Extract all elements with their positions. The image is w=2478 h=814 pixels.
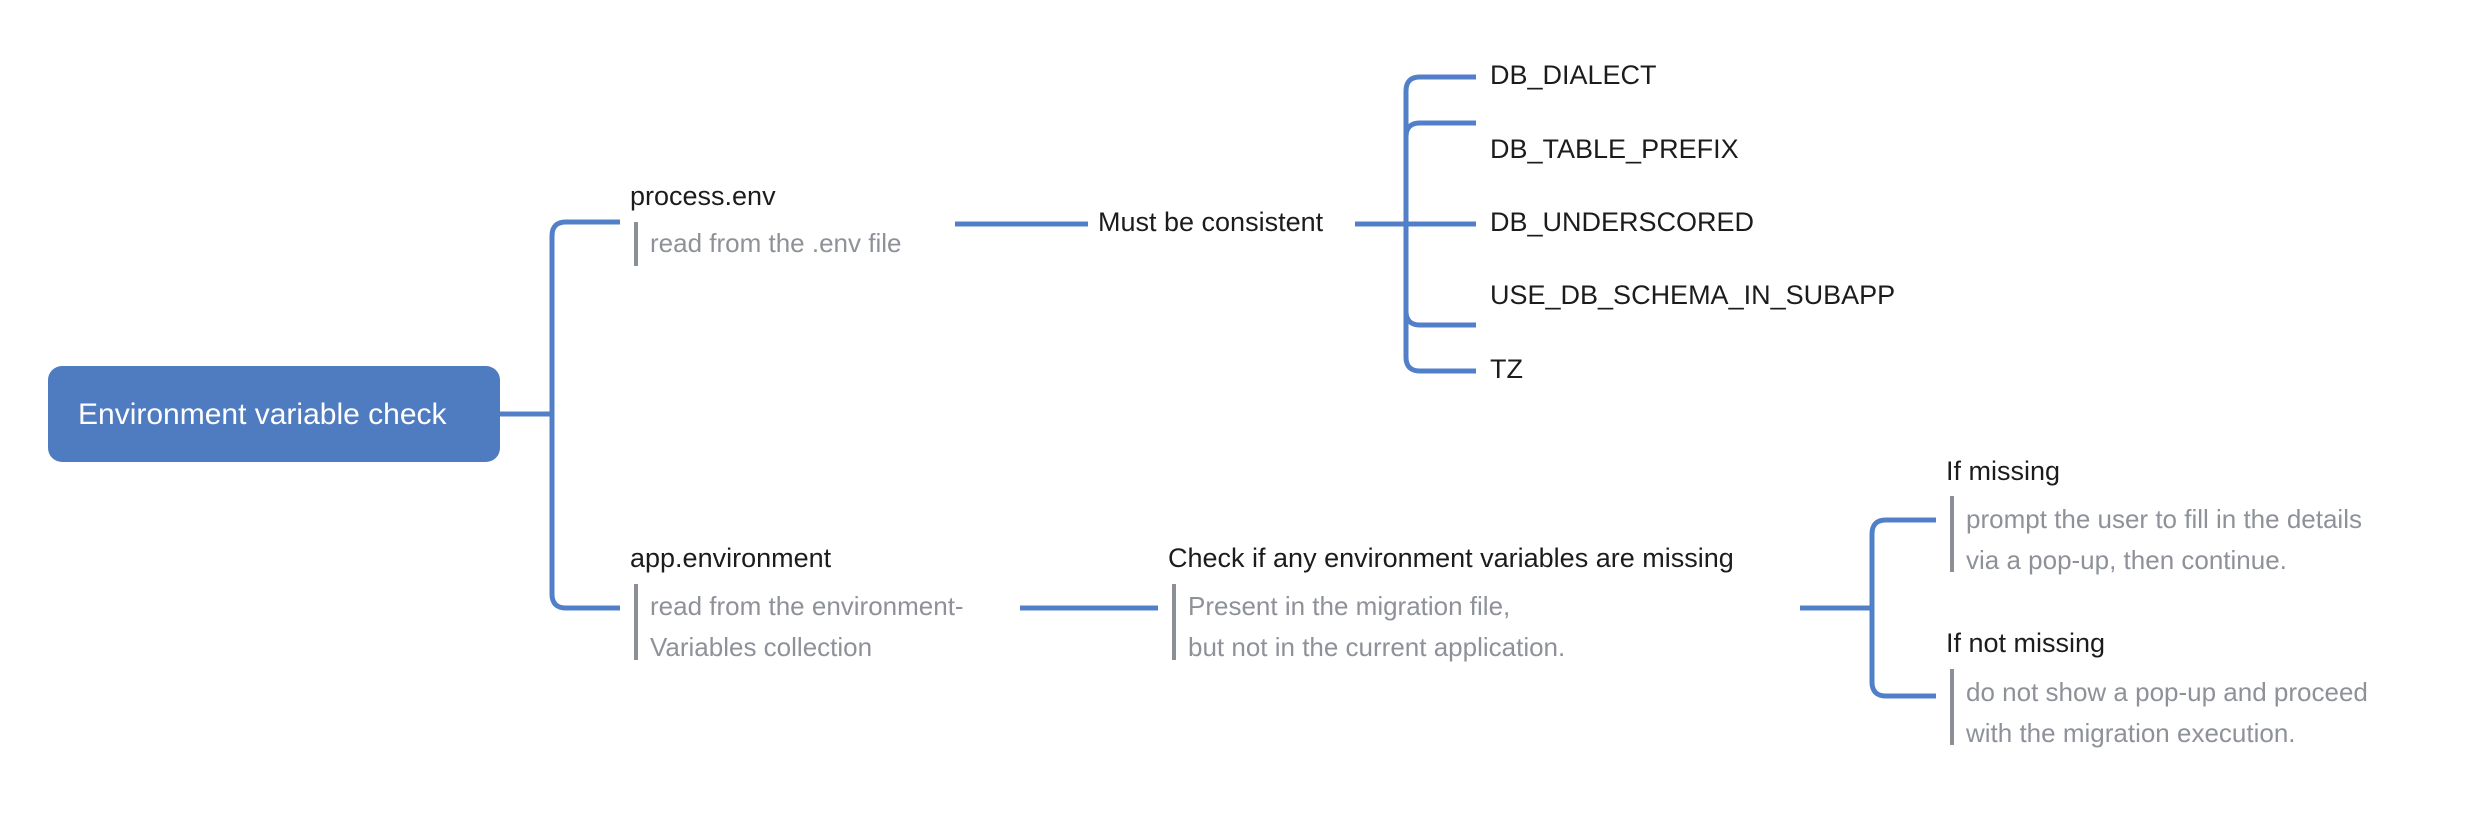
node-process-env-title: process.env (630, 181, 776, 211)
node-app-environment-note-line-2: Variables collection (650, 632, 872, 662)
node-if-not-missing-note-line-1: do not show a pop-up and proceed (1966, 677, 2368, 707)
node-check-missing[interactable]: Check if any environment variables are m… (1168, 543, 1734, 662)
outcome-bracket-connector (1869, 517, 1936, 699)
note-bar-process-env (634, 222, 638, 266)
node-if-missing-title: If missing (1946, 456, 2060, 486)
root-node[interactable]: Environment variable check (48, 366, 500, 462)
node-app-environment[interactable]: app.environment read from the environmen… (630, 543, 964, 662)
note-bar-if-missing (1950, 496, 1954, 572)
leaf-db-underscored[interactable]: DB_UNDERSCORED (1490, 207, 1754, 237)
node-check-missing-note-line-2: but not in the current application. (1188, 632, 1565, 662)
root-node-box[interactable] (48, 366, 500, 462)
node-if-missing-note-line-2: via a pop-up, then continue. (1966, 545, 2287, 575)
node-app-environment-note-line-1: read from the environment- (650, 591, 964, 621)
root-branch-connector (500, 219, 620, 611)
leaf-arm-db-table-prefix (1403, 120, 1476, 224)
leaf-arm-use-db-schema (1403, 224, 1476, 328)
note-bar-if-not-missing (1950, 669, 1954, 745)
leaf-tz[interactable]: TZ (1490, 354, 1523, 384)
leaf-bracket-connector (1403, 74, 1476, 374)
node-check-missing-title: Check if any environment variables are m… (1168, 543, 1734, 573)
node-check-missing-note-line-1: Present in the migration file, (1188, 591, 1510, 621)
node-if-not-missing-note-line-2: with the migration execution. (1965, 718, 2296, 748)
node-process-env-note-line-1: read from the .env file (650, 228, 901, 258)
node-if-not-missing[interactable]: If not missing do not show a pop-up and … (1946, 628, 2368, 748)
node-if-missing[interactable]: If missing prompt the user to fill in th… (1946, 456, 2362, 575)
root-node-label: Environment variable check (78, 398, 448, 431)
leaf-db-dialect[interactable]: DB_DIALECT (1490, 60, 1657, 90)
note-bar-app-environment (634, 584, 638, 660)
note-bar-check-missing (1172, 584, 1176, 660)
leaf-use-db-schema-in-subapp[interactable]: USE_DB_SCHEMA_IN_SUBAPP (1490, 280, 1895, 310)
leaf-arm-db-dialect (1403, 74, 1476, 224)
node-app-environment-title: app.environment (630, 543, 832, 573)
leaf-db-table-prefix[interactable]: DB_TABLE_PREFIX (1490, 134, 1739, 164)
outcome-arm-if-not-missing (1869, 608, 1936, 699)
node-process-env[interactable]: process.env read from the .env file (630, 181, 901, 266)
node-if-missing-note-line-1: prompt the user to fill in the details (1966, 504, 2362, 534)
root-arm-top (549, 219, 620, 414)
root-arm-bottom (549, 414, 620, 611)
leaf-arm-tz (1403, 224, 1476, 374)
node-must-be-consistent[interactable]: Must be consistent (1098, 207, 1324, 237)
outcome-arm-if-missing (1869, 517, 1936, 608)
node-must-be-consistent-title: Must be consistent (1098, 207, 1324, 237)
node-if-not-missing-title: If not missing (1946, 628, 2105, 658)
